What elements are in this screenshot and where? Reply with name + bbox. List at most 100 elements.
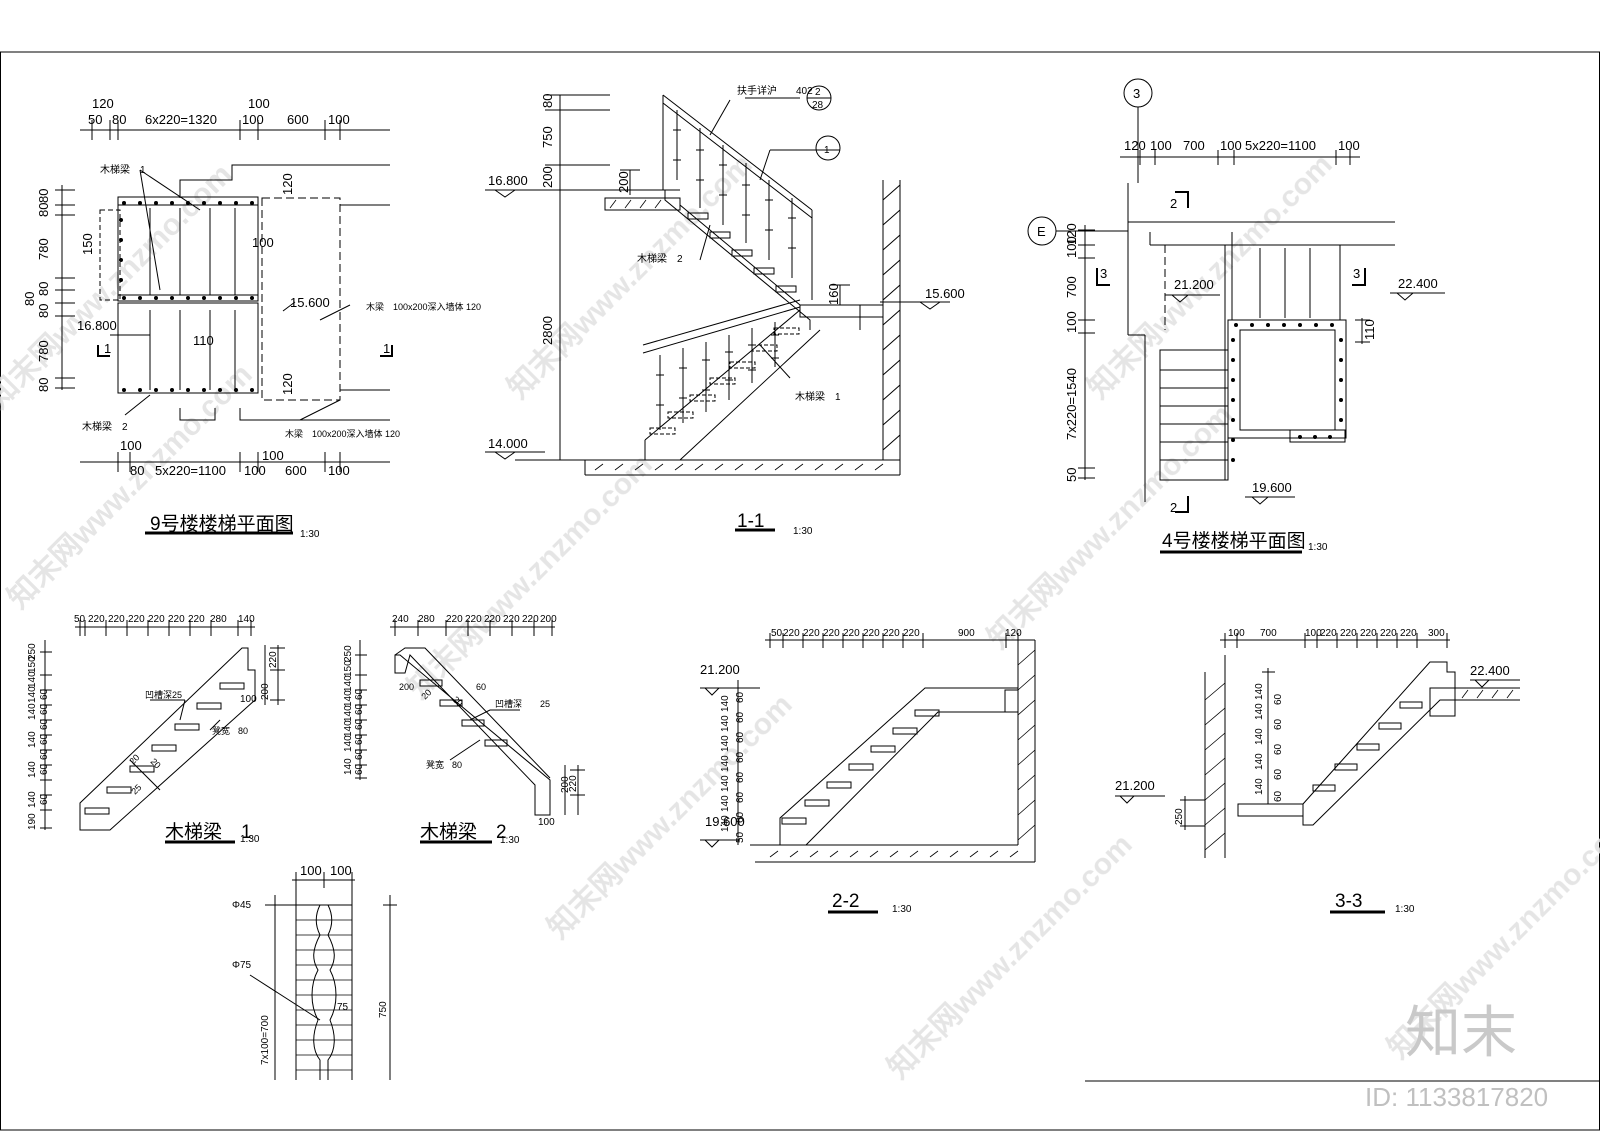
svg-text:28: 28	[812, 100, 824, 111]
svg-text:50: 50	[1064, 468, 1079, 482]
svg-text:100: 100	[330, 863, 352, 878]
svg-text:220: 220	[128, 614, 145, 625]
wood-stringer-2	[355, 620, 585, 844]
svg-text:140: 140	[1254, 778, 1265, 795]
svg-text:15.600: 15.600	[925, 286, 965, 301]
svg-text:19.600: 19.600	[705, 814, 745, 829]
brand-logo: 知末	[1405, 1001, 1517, 1066]
svg-text:2-2: 2-2	[832, 891, 859, 912]
svg-text:2: 2	[1170, 196, 1177, 211]
svg-text:19.600: 19.600	[1252, 480, 1292, 495]
svg-text:120: 120	[280, 373, 295, 395]
section-1-1	[485, 85, 950, 532]
svg-text:60: 60	[39, 733, 50, 745]
svg-text:E: E	[1037, 224, 1046, 239]
svg-text:140: 140	[720, 695, 731, 712]
svg-text:知末网www.znzmo.com: 知末网www.znzmo.com	[2, 358, 259, 615]
svg-text:140: 140	[1254, 728, 1265, 745]
svg-text:100: 100	[1064, 311, 1079, 333]
svg-text:300: 300	[1428, 628, 1445, 639]
svg-text:5x220=1100: 5x220=1100	[155, 463, 226, 478]
svg-text:100: 100	[244, 463, 266, 478]
svg-text:2800: 2800	[540, 316, 555, 345]
svg-text:150: 150	[80, 233, 95, 255]
svg-text:100: 100	[1220, 138, 1242, 153]
svg-text:100: 100	[1150, 138, 1172, 153]
svg-text:60: 60	[354, 688, 365, 700]
svg-text:200: 200	[560, 776, 571, 793]
svg-text:140: 140	[343, 735, 354, 752]
svg-text:220: 220	[783, 628, 800, 639]
svg-text:15.600: 15.600	[290, 295, 330, 310]
svg-text:160: 160	[826, 283, 841, 305]
svg-text:100: 100	[1338, 138, 1360, 153]
svg-text:80: 80	[112, 112, 126, 127]
svg-text:60: 60	[39, 748, 50, 760]
svg-text:14.000: 14.000	[488, 436, 528, 451]
svg-text:100: 100	[1064, 236, 1079, 258]
svg-text:140: 140	[720, 755, 731, 772]
svg-text:80: 80	[36, 304, 51, 318]
plan-9-stair	[55, 120, 393, 535]
svg-text:60: 60	[39, 688, 50, 700]
svg-text:100: 100	[248, 96, 270, 111]
svg-text:80: 80	[22, 292, 37, 306]
svg-text:木梯梁 1: 木梯梁 1	[795, 390, 841, 403]
svg-text:2: 2	[1170, 500, 1177, 515]
svg-text:凹槽深: 凹槽深	[145, 689, 172, 700]
svg-text:80: 80	[130, 463, 144, 478]
svg-text:140: 140	[720, 735, 731, 752]
svg-text:140: 140	[343, 675, 354, 692]
svg-text:140: 140	[343, 758, 354, 775]
svg-text:220: 220	[1360, 628, 1377, 639]
svg-text:190: 190	[27, 813, 38, 830]
svg-text:700: 700	[1064, 276, 1079, 298]
svg-text:150: 150	[27, 656, 38, 673]
svg-text:780: 780	[36, 238, 51, 260]
svg-text:1:30: 1:30	[1395, 904, 1415, 915]
svg-text:60: 60	[1273, 693, 1284, 705]
svg-text:50: 50	[88, 112, 102, 127]
svg-text:Φ75: Φ75	[232, 960, 252, 971]
svg-text:250: 250	[343, 645, 354, 662]
svg-text:280: 280	[418, 614, 435, 625]
svg-text:4号楼楼梯平面图: 4号楼楼梯平面图	[1162, 530, 1306, 552]
svg-text:22.400: 22.400	[1470, 663, 1510, 678]
svg-text:2: 2	[815, 87, 821, 98]
svg-text:220: 220	[446, 614, 463, 625]
svg-text:1-1: 1-1	[737, 511, 764, 532]
baluster-detail	[249, 872, 1600, 1082]
svg-text:220: 220	[823, 628, 840, 639]
svg-text:60: 60	[735, 751, 746, 763]
svg-text:60: 60	[1273, 743, 1284, 755]
svg-text:25: 25	[129, 782, 143, 796]
svg-text:120: 120	[1064, 223, 1079, 245]
svg-text:220: 220	[883, 628, 900, 639]
svg-text:1: 1	[383, 341, 390, 356]
svg-text:140: 140	[27, 791, 38, 808]
svg-text:140: 140	[343, 690, 354, 707]
section-3-3	[1115, 633, 1520, 914]
svg-text:凳宽: 凳宽	[426, 759, 444, 770]
svg-text:60: 60	[39, 703, 50, 715]
svg-text:100: 100	[252, 235, 274, 250]
svg-text:80: 80	[36, 378, 51, 392]
svg-text:60: 60	[1273, 718, 1284, 730]
svg-text:220: 220	[843, 628, 860, 639]
svg-text:250: 250	[27, 643, 38, 660]
svg-text:220: 220	[803, 628, 820, 639]
svg-text:140: 140	[27, 686, 38, 703]
svg-text:60: 60	[1273, 790, 1284, 802]
svg-text:200: 200	[616, 171, 631, 193]
svg-text:220: 220	[108, 614, 125, 625]
svg-text:1: 1	[104, 341, 111, 356]
plan-4-text: 3 E 120 100 700 100 5x220=1100 100 120 1…	[1037, 86, 1438, 553]
wood-stringer-1	[40, 620, 285, 844]
svg-text:100: 100	[300, 863, 322, 878]
svg-text:100: 100	[240, 694, 257, 705]
svg-text:3: 3	[1100, 266, 1107, 281]
svg-text:220: 220	[1320, 628, 1337, 639]
svg-text:9号楼楼梯平面图: 9号楼楼梯平面图	[150, 513, 294, 535]
svg-text:60: 60	[354, 703, 365, 715]
svg-text:700: 700	[1183, 138, 1205, 153]
